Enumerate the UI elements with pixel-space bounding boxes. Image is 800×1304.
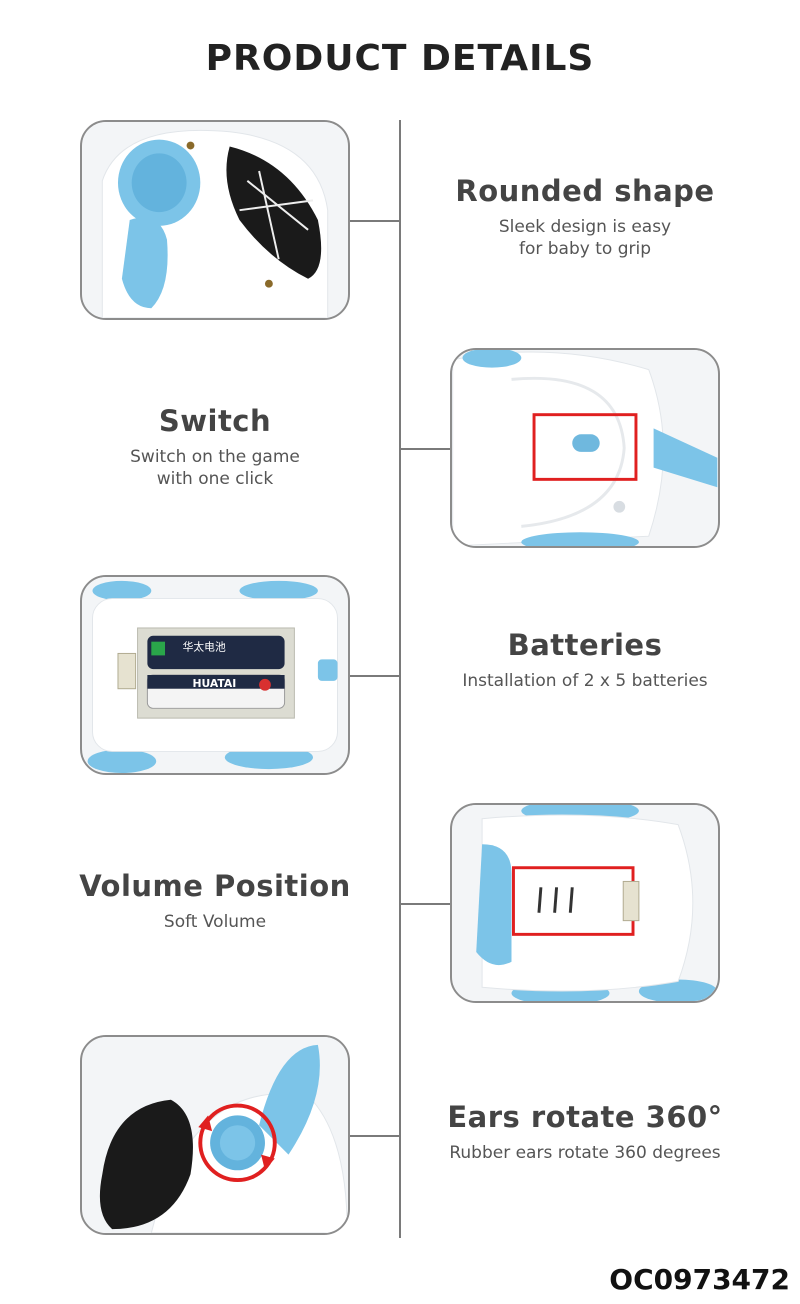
photo-ears-rotate bbox=[80, 1035, 350, 1235]
feature-title: Volume Position bbox=[79, 869, 351, 903]
feature-description: Installation of 2 x 5 batteries bbox=[462, 671, 708, 691]
feature-title: Rounded shape bbox=[455, 174, 715, 208]
connector-1 bbox=[350, 220, 400, 222]
feature-switch: Switch Switch on the game with one click bbox=[50, 404, 380, 490]
feature-description: Soft Volume bbox=[163, 912, 267, 932]
feature-volume-position: Volume Position Soft Volume bbox=[50, 869, 380, 933]
feature-description: Rubber ears rotate 360 degrees bbox=[449, 1143, 721, 1163]
photo-batteries: 华太电池 HUATAI bbox=[80, 575, 350, 775]
photo-rounded-shape bbox=[80, 120, 350, 320]
timeline-line bbox=[399, 120, 401, 1238]
connector-4 bbox=[400, 903, 450, 905]
battery-brand-en: HUATAI bbox=[192, 677, 236, 690]
feature-description: Switch on the game with one click bbox=[130, 447, 300, 489]
page-title: PRODUCT DETAILS bbox=[205, 38, 595, 79]
product-code: OC0973472 bbox=[609, 1263, 790, 1296]
feature-title: Batteries bbox=[507, 628, 663, 662]
connector-3 bbox=[350, 675, 400, 677]
volume-illustration bbox=[452, 805, 718, 1001]
connector-5 bbox=[350, 1135, 400, 1137]
feature-ears-rotate: Ears rotate 360° Rubber ears rotate 360 … bbox=[420, 1100, 750, 1164]
feature-title: Switch bbox=[158, 404, 272, 438]
feature-description: Sleek design is easy for baby to grip bbox=[498, 217, 672, 259]
rounded-shape-illustration bbox=[82, 122, 348, 318]
photo-switch bbox=[450, 348, 720, 548]
batteries-illustration: 华太电池 HUATAI bbox=[82, 577, 348, 773]
switch-illustration bbox=[452, 350, 718, 546]
feature-rounded-shape: Rounded shape Sleek design is easy for b… bbox=[420, 174, 750, 260]
battery-brand-cn: 华太电池 bbox=[183, 641, 226, 654]
ears-rotate-illustration bbox=[82, 1037, 348, 1233]
feature-title: Ears rotate 360° bbox=[447, 1100, 723, 1134]
connector-2 bbox=[400, 448, 450, 450]
feature-batteries: Batteries Installation of 2 x 5 batterie… bbox=[420, 628, 750, 692]
photo-volume-position bbox=[450, 803, 720, 1003]
